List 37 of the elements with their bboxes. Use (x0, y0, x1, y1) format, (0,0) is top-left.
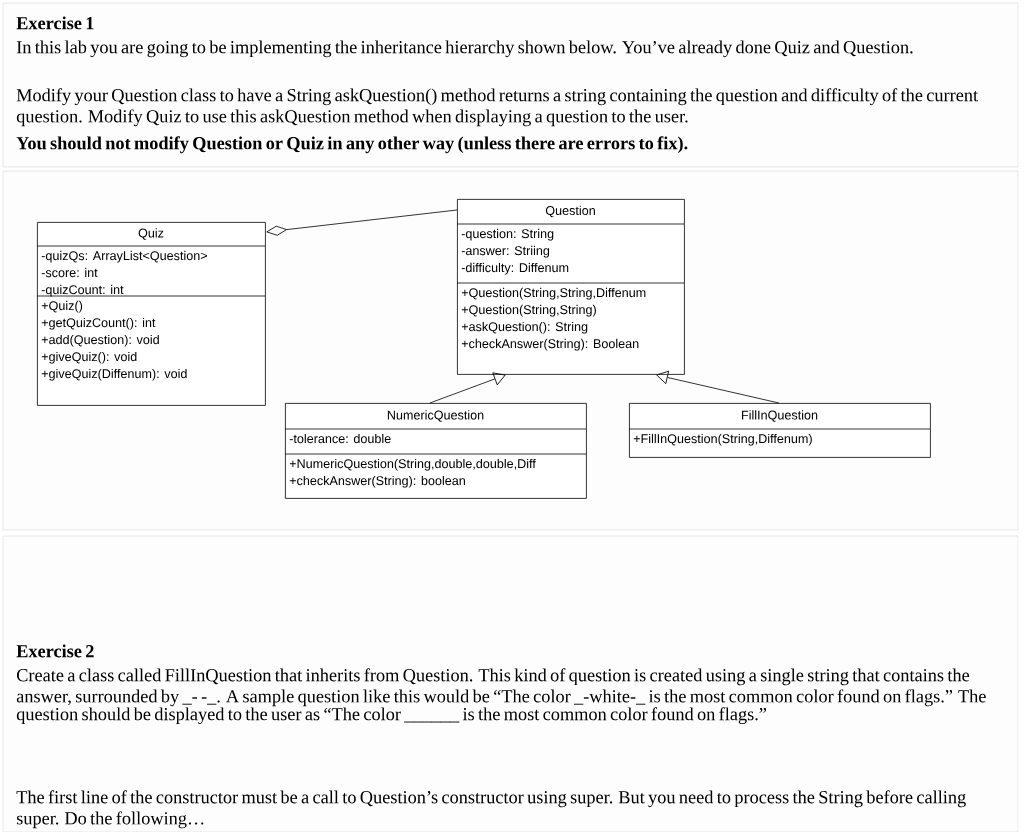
attribute-text: -answer: Striing (461, 245, 550, 258)
method-text: +Question(String,String) (461, 304, 596, 317)
method-text: +Question(String,String,Diffenum (461, 287, 646, 300)
method-text: +add(Question): void (41, 334, 159, 347)
class-box (628, 403, 931, 458)
paragraph: Create a class called FillInQuestion that inherits from Question. This kind of question is created using a single string that contains the answer, surrounded by _- -_. A sample question like this would be “The color _-white-_ is the most common color found on flags.” The question should be displayed to the user as “The color ______ is the most common color found on flags.” (16, 668, 986, 725)
method-text: +Quiz() (41, 300, 83, 313)
inheritance-arrow (656, 370, 780, 404)
class-name: Quiz (138, 228, 164, 240)
paragraph: The first line of the constructor must be a call to Question’s constructor using super. But you need to process the String before calling super. Do the following… (16, 790, 966, 829)
class-box (456, 199, 685, 375)
method-text: +checkAnswer(String): boolean (289, 475, 465, 488)
class-box (284, 403, 587, 499)
aggregation-line (266, 209, 458, 236)
method-text: +askQuestion(): String (461, 321, 588, 334)
attribute-text: -question: String (461, 228, 554, 241)
method-text: +getQuizCount(): int (41, 317, 156, 330)
class-box (36, 222, 266, 406)
heading: Exercise 2 (16, 644, 94, 658)
method-text: +giveQuiz(Diffenum): void (41, 368, 187, 381)
class-name: NumericQuestion (387, 410, 484, 422)
attribute-text: -difficulty: Diffenum (461, 262, 569, 275)
method-text: +FillInQuestion(String,Diffenum) (633, 433, 812, 446)
attribute-text: -quizCount: int (41, 284, 124, 297)
inheritance-arrow (429, 372, 506, 404)
attribute-text: -tolerance: double (289, 433, 391, 444)
class-name: Question (545, 205, 595, 218)
attribute-text: -quizQs: ArrayList<Question> (41, 250, 207, 263)
attribute-text: -score: int (41, 267, 98, 278)
method-text: +NumericQuestion(String,double,double,Diff (289, 458, 536, 471)
class-name: FillInQuestion (742, 410, 818, 422)
method-text: +checkAnswer(String): Boolean (461, 338, 639, 351)
paragraph: You should not modify Question or Quiz in any other way (unless there are errors to fix). (16, 136, 688, 154)
method-text: +giveQuiz(): void (41, 351, 137, 364)
paragraph: Modify your Question class to have a String askQuestion() method returns a string containing the question and difficulty of the current question. Modify Quiz to use this askQuestion method when displaying a question to the user. (16, 88, 978, 127)
paragraph: In this lab you are going to be implementing the inheritance hierarchy shown below. You’ve already done Quiz and Question. (16, 40, 913, 58)
heading: Exercise 1 (16, 16, 94, 30)
